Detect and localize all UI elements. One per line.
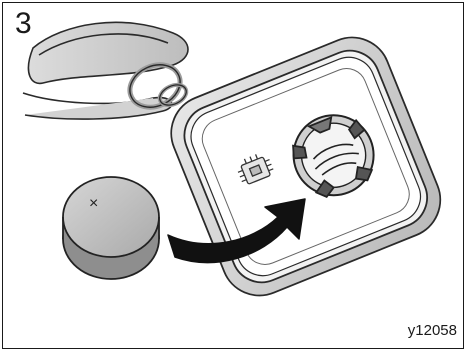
key-ring-icon — [23, 22, 189, 119]
illustration-frame: × 3 y12058 — [2, 2, 464, 349]
step-number: 3 — [15, 9, 32, 39]
figure-code: y12058 — [408, 323, 457, 338]
key-fob-icon — [160, 26, 452, 307]
coin-battery-icon: × — [63, 177, 159, 279]
battery-replacement-illustration: × — [3, 3, 464, 349]
svg-text:×: × — [89, 195, 98, 212]
